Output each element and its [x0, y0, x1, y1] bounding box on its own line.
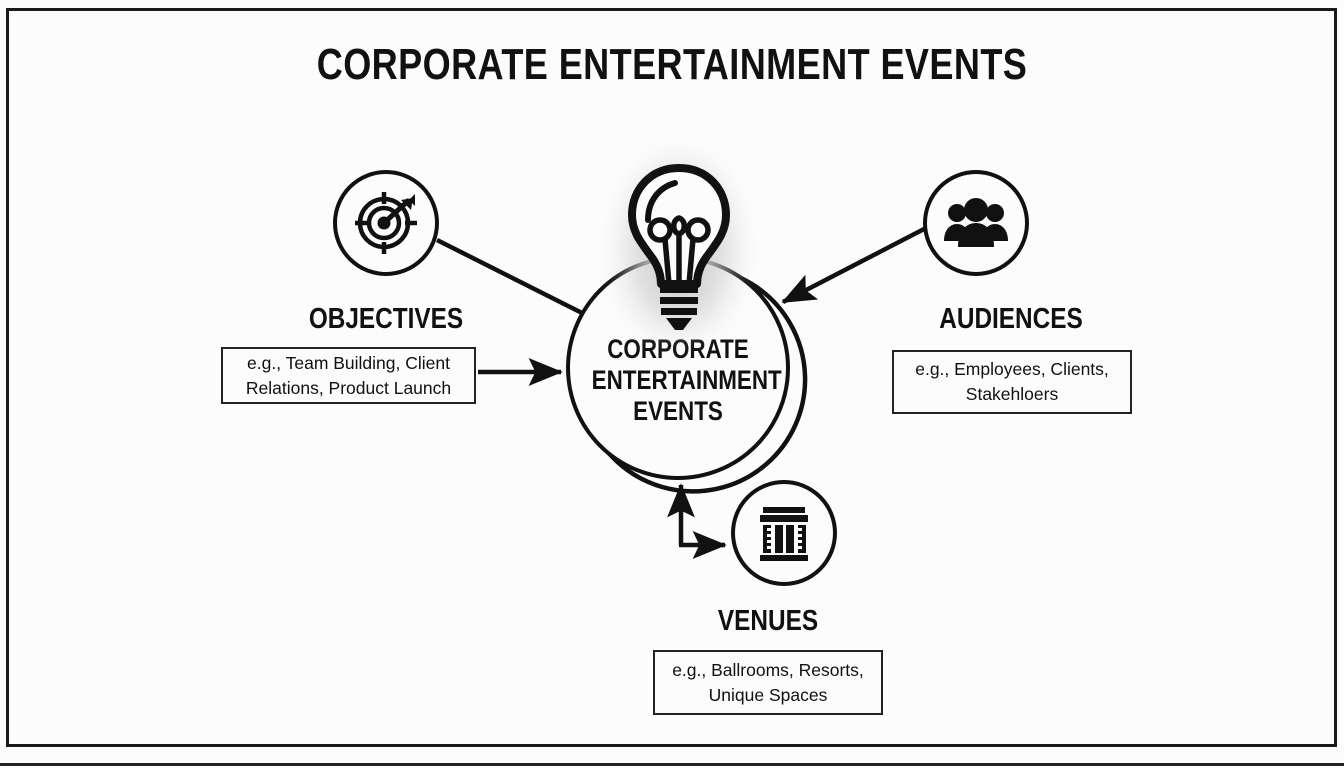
node-heading-venues: VENUES — [717, 605, 819, 637]
classical-building-icon — [760, 507, 808, 561]
node-icon-objectives[interactable] — [333, 170, 439, 276]
node-example-text-venues: e.g., Ballrooms, Resorts, Unique Spaces — [672, 659, 864, 705]
page-border-frame — [6, 8, 1337, 747]
node-icon-audiences[interactable] — [923, 170, 1029, 276]
node-example-box-venues: e.g., Ballrooms, Resorts, Unique Spaces — [653, 650, 883, 715]
node-heading-audiences: AUDIENCES — [939, 303, 1083, 335]
lightbulb-icon — [620, 160, 738, 332]
node-example-box-audiences: e.g., Employees, Clients, Stakehloers — [892, 350, 1132, 414]
node-example-box-objectives: e.g., Team Building, Client Relations, P… — [221, 347, 476, 404]
node-icon-venues[interactable] — [731, 480, 837, 586]
page-title: CORPORATE ENTERTAINMENT EVENTS — [316, 40, 1028, 89]
node-example-text-audiences: e.g., Employees, Clients, Stakehloers — [915, 359, 1109, 404]
hub-label: CORPORATE ENTERTAINMENT EVENTS — [591, 334, 782, 426]
node-heading-objectives: OBJECTIVES — [308, 303, 464, 335]
page-baseline-rule — [0, 763, 1344, 766]
target-arrow-icon — [355, 192, 417, 254]
node-example-text-objectives: e.g., Team Building, Client Relations, P… — [245, 352, 452, 398]
people-group-icon — [944, 198, 1008, 247]
